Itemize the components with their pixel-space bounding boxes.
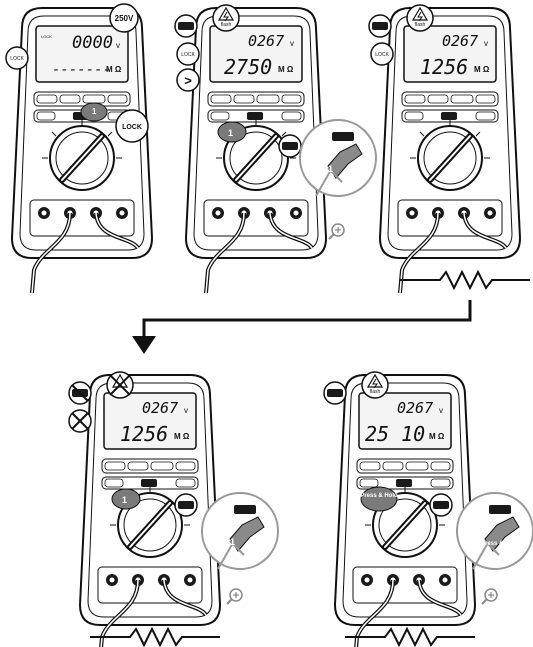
lcd-top-unit: v — [290, 39, 294, 48]
lock-button-callout-text: LOCK — [122, 124, 142, 131]
step-marker: 1 — [122, 495, 127, 505]
magnifier-icon — [482, 589, 497, 604]
flash-label: flash — [221, 22, 232, 28]
lock-icon-label: LOCK — [375, 52, 389, 58]
lcd-main-reading: 1256 — [120, 422, 168, 446]
cancelled-indicator-icon — [69, 382, 91, 404]
greater-than-label: > — [184, 73, 192, 88]
lcd-main-reading: ------- — [52, 62, 111, 78]
probe-zoom-callout — [202, 493, 278, 569]
cancelled-flash-icon — [107, 372, 133, 398]
resistor-symbol — [345, 629, 475, 645]
lcd-main-unit: M Ω — [474, 65, 490, 74]
lcd-main-reading: 25 10 — [365, 422, 425, 446]
flow-arrow — [132, 300, 470, 354]
resistor-symbol — [400, 272, 530, 288]
press-hold-label: Press & Hold — [360, 493, 398, 499]
indicator-badge — [324, 382, 346, 404]
lcd-top-reading: 0000 — [72, 33, 113, 53]
finger-press-hold — [361, 487, 397, 511]
panel-3: 0267 v 1256 M Ω flash LOCK — [369, 5, 530, 293]
lcd-main-reading: 2750 — [224, 55, 272, 79]
probe-zoom-callout — [300, 120, 376, 196]
probe-step-marker: 1 — [328, 164, 333, 174]
panel-1: 0000 v ------- M Ω LOCK 250V LOCK 1 LOCK — [6, 4, 152, 293]
lcd-top-unit: v — [184, 406, 188, 415]
lcd-main-unit: M Ω — [174, 432, 190, 441]
lcd-main-unit: M Ω — [429, 432, 445, 441]
panel-2: 0267 v 2750 M Ω flash LOCK > 1 1 — [175, 5, 376, 293]
lcd-top-reading: 0267 — [397, 399, 433, 417]
flash-label: flash — [370, 389, 381, 395]
probe-step-marker: 1 — [230, 537, 235, 547]
lcd-top-unit: v — [439, 406, 443, 415]
lock-icon-label: LOCK — [181, 52, 195, 58]
flash-label: flash — [415, 22, 426, 28]
lcd-top-reading: 0267 — [248, 32, 284, 50]
probe-zoom-callout — [457, 493, 533, 569]
voltage-callout-text: 250V — [115, 14, 134, 23]
step-marker: 1 — [92, 107, 97, 116]
step-marker: 1 — [228, 128, 233, 138]
test-button-callout — [279, 135, 301, 157]
test-button-callout — [175, 494, 197, 516]
resistor-symbol — [90, 629, 220, 645]
cancelled-lock-icon — [69, 410, 91, 432]
panel-4: 0267 v 1256 M Ω 1 1 — [69, 372, 278, 647]
lcd-lock-indicator: LOCK — [41, 34, 52, 39]
lock-icon-label: LOCK — [10, 56, 24, 62]
lcd-main-reading: 1256 — [420, 55, 468, 79]
magnifier-icon — [227, 589, 242, 604]
lcd-top-reading: 0267 — [142, 399, 178, 417]
lcd-main-unit: M Ω — [106, 65, 122, 74]
panel-5: 0267 v 25 10 M Ω flash Press & Hold Pres… — [324, 372, 533, 647]
probe-press-hold-label: Press & Hold — [481, 541, 519, 547]
lcd-top-unit: v — [116, 41, 120, 50]
lcd-top-unit: v — [484, 39, 488, 48]
test-button-callout — [430, 494, 452, 516]
indicator-badge — [369, 15, 391, 37]
lcd-top-reading: 0267 — [442, 32, 478, 50]
lcd-main-unit: M Ω — [278, 65, 294, 74]
magnifier-icon — [329, 224, 344, 239]
indicator-badge — [175, 15, 197, 37]
